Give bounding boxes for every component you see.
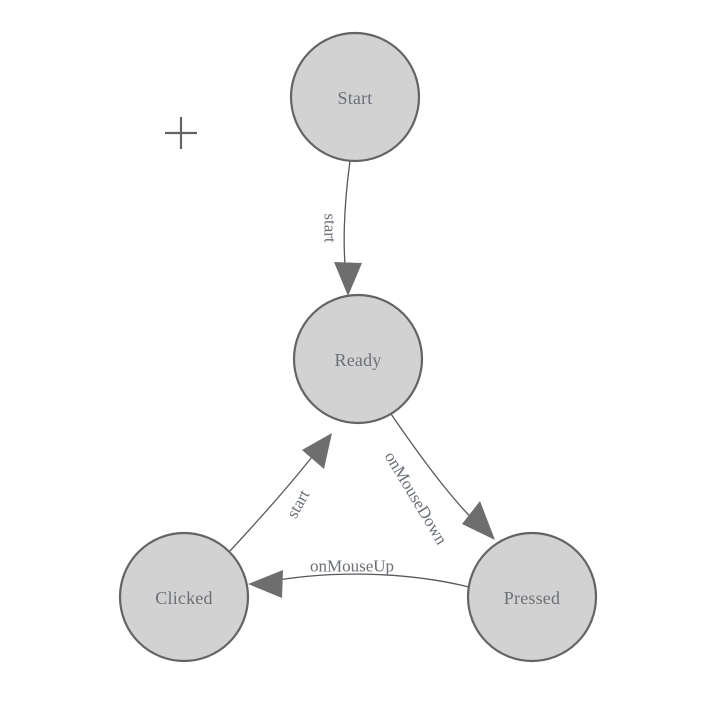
node-clicked[interactable]: Clicked	[118, 531, 250, 663]
edge-label-pressed-to-clicked: onMouseUp	[310, 557, 394, 576]
edge-start-to-ready[interactable]	[334, 160, 362, 296]
arrow-head-icon	[462, 501, 495, 540]
edge-pressed-to-clicked[interactable]	[248, 570, 470, 598]
edge-label-text: start	[283, 486, 314, 521]
crosshair-icon	[165, 117, 197, 149]
edge-label-clicked-to-ready: start	[283, 486, 314, 521]
edge-label-text: start	[321, 213, 340, 243]
edge-label-text: onMouseUp	[310, 557, 394, 576]
node-shape[interactable]	[289, 31, 421, 163]
edge-label-ready-to-pressed: onMouseDown	[381, 448, 452, 548]
node-label: Pressed	[504, 588, 560, 608]
node-shape[interactable]	[466, 531, 598, 663]
node-label: Ready	[335, 350, 382, 370]
node-ready[interactable]: Ready	[292, 293, 424, 425]
node-shape[interactable]	[292, 293, 424, 425]
edge-line	[261, 573, 470, 588]
arrow-head-icon	[334, 262, 362, 296]
edge-label-text: onMouseDown	[381, 448, 452, 548]
node-pressed[interactable]: Pressed	[466, 531, 598, 663]
node-start[interactable]: Start	[289, 31, 421, 163]
node-shape[interactable]	[118, 531, 250, 663]
edge-clicked-to-ready[interactable]	[228, 433, 332, 553]
arrow-head-icon	[302, 433, 332, 469]
node-label: Start	[338, 88, 373, 108]
edge-label-start-to-ready: start	[321, 213, 340, 243]
edge-ready-to-pressed[interactable]	[390, 413, 495, 540]
node-label: Clicked	[155, 588, 212, 608]
arrow-head-icon	[248, 570, 283, 598]
